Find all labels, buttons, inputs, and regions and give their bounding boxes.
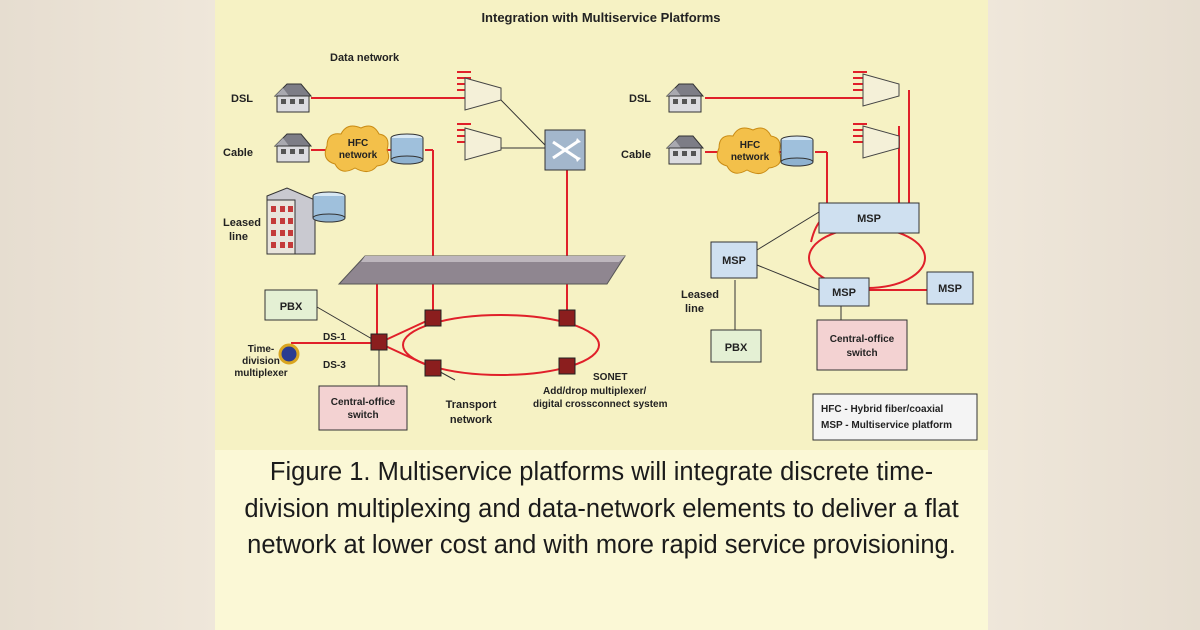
cable-label-right: Cable	[621, 149, 651, 161]
pbx-label-left: PBX	[280, 301, 303, 313]
co-switch-box-left	[318, 385, 408, 431]
cable-label-left: Cable	[223, 147, 253, 159]
diagram-svg: Integration with Multiservice Platforms …	[223, 10, 978, 441]
adm-node-1	[370, 333, 388, 351]
leased-router-left	[312, 191, 346, 223]
legend-box	[812, 393, 978, 441]
pbx-box-right	[710, 329, 762, 363]
left-red-links	[291, 97, 568, 369]
cable-concentrator-right	[862, 125, 900, 159]
network-diagram: Integration with Multiservice Platforms …	[215, 0, 988, 450]
hfc-router-right	[780, 135, 814, 167]
ds1-label: DS-1	[323, 332, 346, 343]
right-border-band	[988, 0, 1200, 630]
dsl-label-left: DSL	[231, 93, 253, 105]
ds3-label: DS-3	[323, 360, 346, 371]
msp-label-top: MSP	[857, 213, 881, 225]
leased-label-left-2: line	[229, 231, 248, 243]
co-switch-label-left-1: Central-office	[331, 397, 396, 408]
msp-box-top: MSP	[818, 202, 920, 234]
dsl-label-right: DSL	[629, 93, 651, 105]
dsl-house-left	[274, 83, 312, 113]
sonet-dcs-label: digital crossconnect system	[533, 399, 668, 410]
cable-house-left	[274, 133, 312, 163]
adm-nodes	[370, 309, 576, 377]
dsl-house-right	[666, 83, 704, 113]
data-network-label: Data network	[330, 52, 400, 64]
hfc-label-right: HFC	[740, 140, 761, 151]
tdm-label-3: multiplexer	[234, 368, 287, 379]
hfc-network-label-right: network	[731, 152, 770, 163]
left-border-band	[0, 0, 215, 630]
co-switch-label-right-1: Central-office	[830, 334, 895, 345]
diagram-title: Integration with Multiservice Platforms	[481, 10, 720, 25]
hfc-cloud-left: HFC network	[324, 125, 390, 172]
co-switch-label-left-2: switch	[347, 410, 378, 421]
cable-house-right	[666, 135, 704, 165]
right-black-links	[734, 211, 842, 330]
sonet-adm-label: Add/drop multiplexer/	[543, 386, 647, 397]
dsl-concentrator-right	[862, 73, 900, 107]
leased-label-right-1: Leased	[681, 289, 719, 301]
dsl-concentrator	[464, 77, 502, 111]
sonet-label: SONET	[593, 372, 627, 383]
msp-box-right: MSP	[926, 271, 974, 305]
adm-node-4	[424, 359, 442, 377]
co-switch-label-right-2: switch	[846, 348, 877, 359]
tdm-label-2: division	[242, 356, 280, 367]
co-switch-box-right	[816, 319, 908, 371]
transport-label-2: network	[450, 414, 493, 426]
tdm-label-1: Time-	[248, 344, 275, 355]
figure-caption: Figure 1. Multiservice platforms will in…	[215, 450, 988, 630]
msp-label-left: MSP	[722, 255, 746, 267]
right-red-links	[705, 90, 927, 291]
hfc-cloud-right: HFC network	[716, 127, 782, 174]
hfc-network-label-left: network	[339, 150, 378, 161]
msp-label-right: MSP	[938, 283, 962, 295]
tdm-icon	[278, 343, 300, 365]
transport-label-1: Transport	[446, 399, 497, 411]
hfc-router-left	[390, 133, 424, 165]
sonet-ring	[402, 314, 600, 376]
cable-concentrator	[464, 127, 502, 161]
legend-hfc: HFC - Hybrid fiber/coaxial	[821, 404, 943, 415]
msp-box-bottom: MSP	[818, 277, 870, 307]
adm-node-2	[424, 309, 442, 327]
msp-label-bottom: MSP	[832, 287, 856, 299]
pbx-box-left	[264, 289, 318, 321]
leased-label-left-1: Leased	[223, 217, 261, 229]
adm-node-3	[558, 309, 576, 327]
legend-msp: MSP - Multiservice platform	[821, 420, 952, 431]
hfc-label-left: HFC	[348, 138, 369, 149]
leased-label-right-2: line	[685, 303, 704, 315]
msp-box-left: MSP	[710, 241, 758, 279]
adm-node-5	[558, 357, 576, 375]
data-switch	[544, 129, 586, 171]
pbx-label-right: PBX	[725, 342, 748, 354]
office-building-left	[266, 187, 316, 255]
figure-panel: Integration with Multiservice Platforms …	[215, 0, 988, 630]
